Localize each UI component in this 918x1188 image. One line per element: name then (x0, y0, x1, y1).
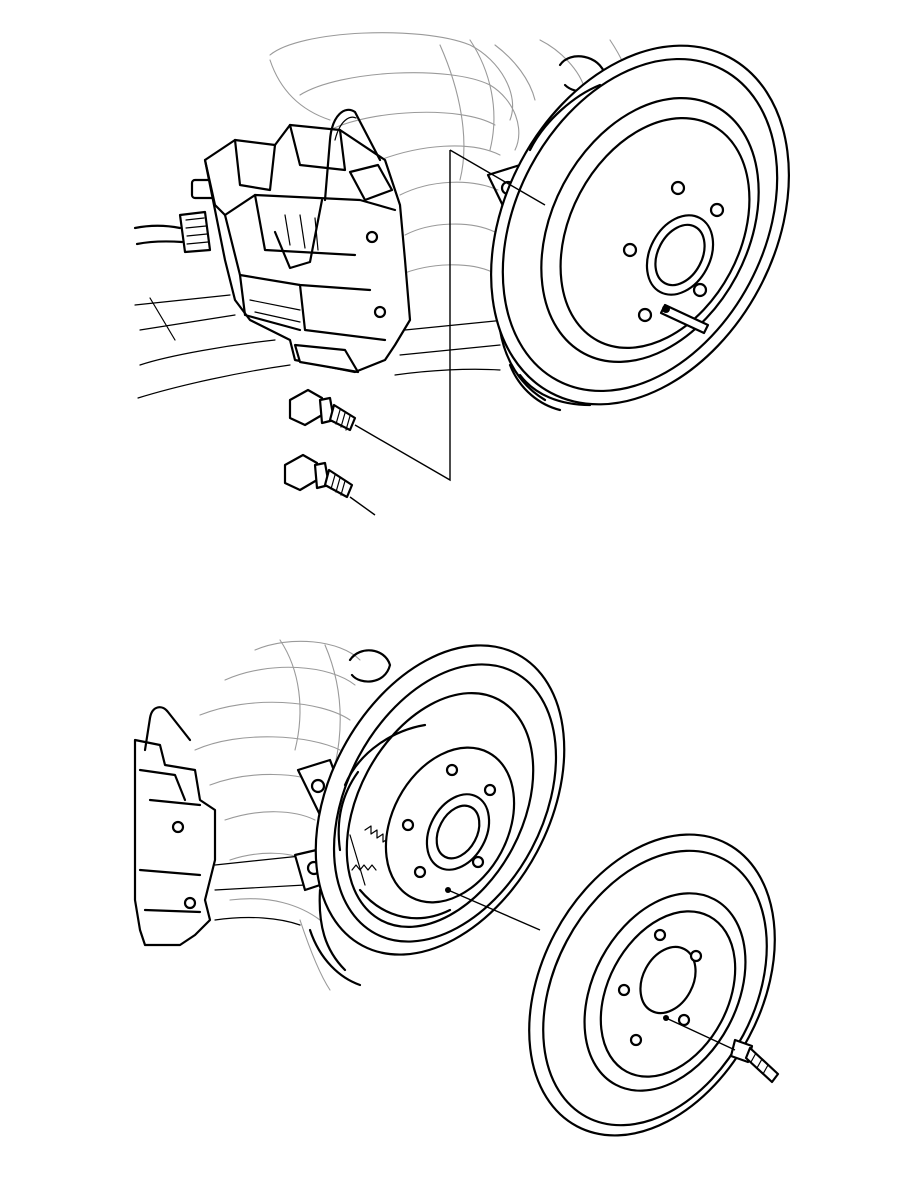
locating-screw (729, 1038, 780, 1084)
caliper-bolt (288, 388, 357, 432)
caliper-removal-figure (0, 0, 918, 560)
leader-lines (349, 149, 546, 516)
brake-caliper-hung-aside (133, 706, 217, 947)
coil-spring (194, 639, 361, 991)
disc-removal-figure (0, 600, 918, 1160)
lower-arm (134, 294, 506, 399)
disc-removal-illustration (133, 639, 780, 1137)
brake-disc (490, 44, 790, 407)
lower-arm (214, 854, 311, 926)
parking-brake-shoes (337, 723, 452, 920)
caliper-removal-illustration (133, 32, 790, 516)
caliper-bracket-wire (273, 108, 382, 270)
leader-lines (447, 889, 736, 1051)
caliper-bolt (283, 453, 354, 499)
brake-hose (133, 178, 218, 254)
wheel-hub (622, 180, 725, 323)
guide-pin (659, 303, 710, 335)
brake-caliper (203, 123, 412, 374)
brake-disc (528, 833, 776, 1137)
